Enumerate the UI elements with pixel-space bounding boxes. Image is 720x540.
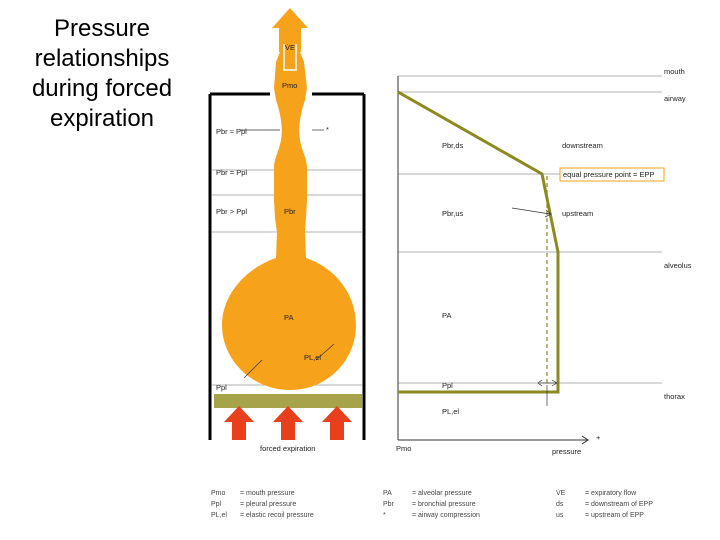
legend: Pmo = mouth pressure Ppl = pleural press… — [211, 489, 653, 519]
forced-expiration-label: forced expiration — [260, 444, 315, 453]
legend-sym-ppl: Ppl — [211, 501, 222, 508]
legend-sym-pa: PA — [383, 490, 392, 497]
plus-label: + — [596, 433, 601, 442]
legend-sym-ds: ds — [556, 501, 564, 508]
ppl-right-label: Ppl — [442, 381, 453, 390]
pbr-ds-label: Pbr,ds — [442, 141, 464, 150]
pbr-us-label: Pbr,us — [442, 209, 464, 218]
legend-sym-plel: PL,el — [211, 512, 227, 519]
legend-desc-pbr: = bronchial pressure — [412, 501, 476, 508]
legend-sym-pmo: Pmo — [211, 490, 226, 497]
thorax-box — [208, 92, 366, 440]
pbr-approx-label: Pbr ≈ Ppl — [216, 127, 247, 136]
airway-compression-star: * — [326, 125, 329, 134]
legend-sym-pbr: Pbr — [383, 501, 395, 508]
pressure-axis-label: pressure — [552, 447, 581, 456]
plel-right-label: PL,el — [442, 407, 459, 416]
thorax-label: thorax — [664, 392, 685, 401]
pbr-inner-label: Pbr — [284, 207, 296, 216]
pmo-right-label: Pmo — [396, 444, 411, 453]
pointer-lines — [240, 129, 335, 379]
airway-shape — [222, 8, 356, 390]
slide-title: Pressure relationships during forced exp… — [31, 15, 173, 132]
ppl-left-label: Ppl — [216, 383, 227, 392]
alveolus-label: alveolus — [664, 261, 692, 270]
airway-label: airway — [664, 94, 686, 103]
pbr-greater-label: Pbr > Ppl — [216, 207, 247, 216]
ve-label: V̇E — [285, 43, 295, 52]
forced-expiration-arrows — [224, 406, 352, 440]
legend-desc-ds: = downstream of EPP — [585, 501, 653, 508]
legend-desc-star: = airway compression — [412, 512, 480, 519]
legend-sym-star: * — [383, 512, 386, 519]
epp-box — [559, 167, 665, 182]
mouth-label: mouth — [664, 67, 685, 76]
right-axes — [397, 76, 589, 445]
pa-right-label: PA — [442, 311, 451, 320]
epp-label: equal pressure point = EPP — [563, 170, 655, 179]
legend-sym-us: us — [556, 512, 564, 519]
plel-inner-label: PL,el — [304, 353, 321, 362]
diaphragm-bar — [214, 394, 362, 408]
legend-sym-ve: V̇E — [556, 489, 566, 497]
legend-desc-pa: = alveolar pressure — [412, 490, 472, 497]
right-pointer-arrows — [511, 207, 558, 406]
legend-desc-plel: = elastic recoil pressure — [240, 512, 314, 519]
pa-inner-label: PA — [284, 313, 293, 322]
pmo-top-label: Pmo — [282, 81, 297, 90]
legend-desc-ppl: = pleural pressure — [240, 501, 296, 508]
upstream-label: upstream — [562, 209, 593, 218]
right-guide-lines — [398, 75, 662, 384]
legend-desc-us: = upstream of EPP — [585, 512, 644, 519]
downstream-label: downstream — [562, 141, 603, 150]
legend-desc-ve: = expiratory flow — [585, 490, 637, 497]
pbr-equal-label: Pbr = Ppl — [216, 168, 247, 177]
legend-desc-pmo: = mouth pressure — [240, 490, 295, 497]
pressure-curve — [397, 90, 560, 394]
